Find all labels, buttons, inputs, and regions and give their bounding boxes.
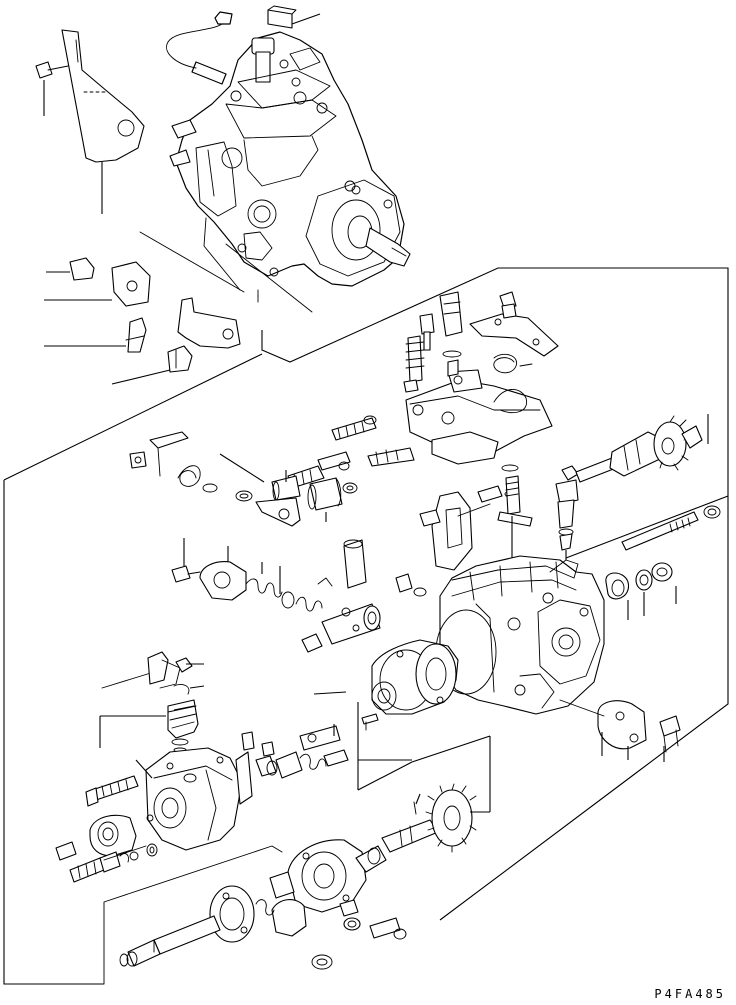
hydraulic-head bbox=[55, 725, 349, 883]
adjusting-screws bbox=[287, 415, 415, 494]
cover-plate bbox=[559, 699, 681, 762]
figure-code: P4FA485 bbox=[654, 987, 726, 1001]
small-bracket-kit bbox=[44, 257, 241, 385]
governor-shaft-gear bbox=[561, 414, 721, 551]
control-lever-parts bbox=[129, 431, 343, 527]
distributor-head bbox=[357, 639, 491, 812]
timer-piston-parts bbox=[171, 538, 381, 653]
housing-fasteners bbox=[395, 562, 677, 620]
stop-lever-bracket bbox=[419, 485, 513, 592]
governor-cover bbox=[403, 291, 559, 527]
drive-shaft-group bbox=[103, 783, 479, 985]
exploded-view-frame bbox=[3, 267, 729, 985]
fuel-cutoff-solenoid bbox=[99, 651, 205, 753]
injection-pump-assembly bbox=[166, 11, 411, 287]
key-part bbox=[267, 5, 321, 29]
solenoid-valve bbox=[555, 479, 579, 560]
pump-housing bbox=[435, 555, 605, 715]
mounting-bracket bbox=[35, 29, 145, 214]
